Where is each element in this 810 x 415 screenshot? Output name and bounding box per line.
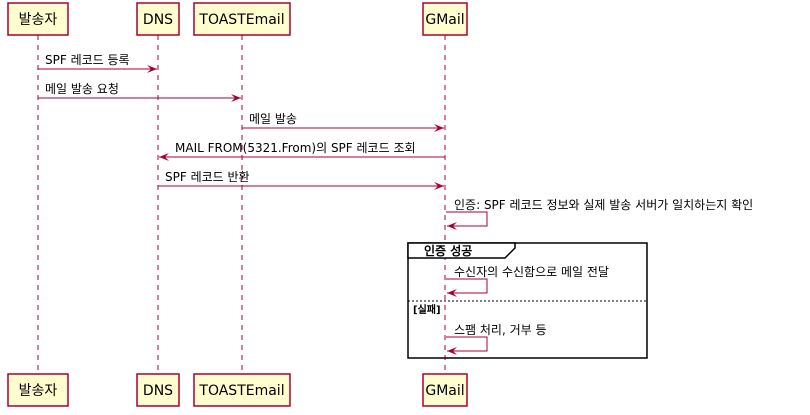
message-label: 수신자의 수신함으로 메일 전달 [454,265,609,279]
message-label: 스팸 처리, 거부 등 [454,323,547,337]
message: SPF 레코드 등록 [38,53,157,73]
arrow-head [447,222,457,230]
message: MAIL FROM(5321.From)의 SPF 레코드 조회 [159,141,445,161]
participant-box [136,2,180,36]
message-label: 메일 발송 요청 [45,82,119,96]
participant-label: DNS [143,383,173,399]
participant-label: GMail [425,383,464,399]
message-label: SPF 레코드 반환 [165,170,250,184]
participant-box [136,373,180,407]
message-label: 인증: SPF 레코드 정보와 실제 발송 서버가 일치하는지 확인 [454,198,753,212]
self-loop-line [446,336,488,352]
participant-sender-bottom: 발송자 [7,373,69,407]
participant-label: GMail [425,12,464,28]
arrow-head [434,182,444,190]
message: SPF 레코드 반환 [158,170,444,190]
participant-label: 발송자 [19,12,58,28]
alt-fragment: 인증 성공 [실패] [407,242,648,359]
fragment-frame [407,242,648,359]
message: 메일 발송 요청 [38,82,241,102]
message: 스팸 처리, 거부 등 [446,323,547,355]
self-loop-line [446,211,488,227]
participant-label: TOASTEmail [198,12,284,28]
message-label: 메일 발송 [249,112,297,126]
message: 인증: SPF 레코드 정보와 실제 발송 서버가 일치하는지 확인 [446,198,753,230]
participant-dns-top: DNS [136,2,180,36]
fragment-tab [407,242,516,259]
participant-toast-bottom: TOASTEmail [193,373,291,407]
participant-box [193,2,291,36]
message-label: SPF 레코드 등록 [45,53,130,67]
fragment-label: 인증 성공 [424,243,472,258]
participant-dns-bottom: DNS [136,373,180,407]
participant-toast-top: TOASTEmail [193,2,291,36]
arrow-head [147,65,157,73]
participant-box [7,2,69,36]
else-guard: [실패] [413,303,441,316]
participant-gmail-bottom: GMail [422,373,468,407]
participant-gmail-top: GMail [422,2,468,36]
arrow-head [447,347,457,355]
participant-label: 발송자 [19,383,58,399]
participant-box [422,373,468,407]
self-loop-line [446,278,488,294]
participant-label: DNS [143,12,173,28]
participant-box [7,373,69,407]
message-label: MAIL FROM(5321.From)의 SPF 레코드 조회 [175,141,416,155]
message: 수신자의 수신함으로 메일 전달 [446,265,609,297]
participant-label: TOASTEmail [198,383,284,399]
arrow-head [434,124,444,132]
arrow-head [231,94,241,102]
message: 메일 발송 [242,112,444,132]
participant-box [193,373,291,407]
participant-box [422,2,468,36]
participant-sender-top: 발송자 [7,2,69,36]
arrow-head [447,289,457,297]
arrow-head [159,153,169,161]
